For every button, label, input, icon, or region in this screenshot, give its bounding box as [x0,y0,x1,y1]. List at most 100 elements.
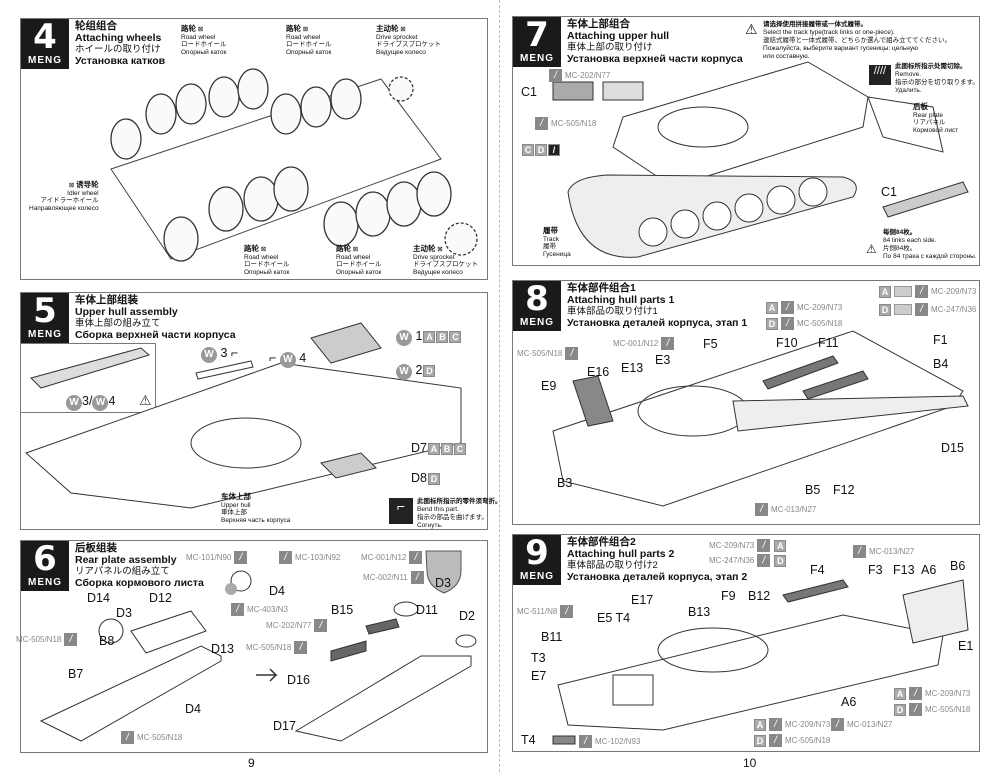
paint-code: /MC-013/N27 [755,503,816,516]
title-ja: リアパネルの組み立て [75,566,170,577]
title-en: Attaching hull parts 2 [567,547,675,560]
title-ja: 車体部品の取り付け2 [567,560,658,571]
note-zh: 此图标所指示处需切除。 [895,63,967,70]
paint-code: MC-247/N36/D [709,554,787,567]
callout-ru: Опорный каток [181,48,227,56]
note-en: Select the track type(track links or one… [763,29,895,36]
paint-code-text: MC-505/N18 [16,635,62,644]
photo-etch-w-icon: W [201,347,217,363]
paint-brush-icon: / [915,285,928,298]
paint-brush-icon: / [757,539,771,552]
part-id: D8 [411,471,427,485]
paint-brush-icon: / [294,641,308,654]
paint-brush-icon: / [755,503,768,516]
callout-ru: Опорный каток [244,268,290,276]
paint-code-text: MC-209/N73 [797,303,843,312]
warning-icon: ⚠ [745,21,758,37]
part-label: D14 [87,591,110,605]
title-en: Rear plate assembly [75,553,177,566]
part-label: D13 [211,642,234,656]
paint-brush-icon: / [279,551,292,564]
w4-bend-label: ⌐ W 4 [269,351,306,368]
part-label: B13 [688,605,711,619]
paint-code-text: MC-403/N3 [247,605,288,614]
part-label: E9 [541,379,557,393]
paint-brush-icon: / [909,687,922,700]
part-label: C1 [881,185,897,199]
part-label: D16 [287,673,310,687]
wheels-diagram [110,68,478,262]
paint-code-text: MC-013/N27 [847,720,893,729]
callout-ja: ロードホイール [244,261,290,268]
paint-code-text: MC-101/N90 [186,553,232,562]
color-swatch [894,304,912,315]
part-label: B7 [68,667,84,681]
paint-code: /MC-505/N18 [535,117,596,130]
part-label: B11 [541,630,563,644]
color-swatch [894,286,912,297]
paint-code: MC-001/N12/ [613,337,675,350]
paint-brush-icon: / [234,551,248,564]
step-number: 9 [525,533,549,573]
paint-brush-icon: / [853,545,866,558]
part-label: F3 [868,563,883,577]
upper-hull-track-diagram [552,61,969,258]
title-en: Upper hull assembly [75,305,178,318]
version-a: A [427,443,440,455]
version-d: D [766,317,778,330]
paint-code-text: MC-202/N77 [266,621,312,630]
callout-ja: 履帯 [543,243,556,250]
step-number: 6 [33,539,57,579]
version-d: D [774,554,787,567]
note-ja: 片側84枚。 [883,245,917,252]
note-ru: Удалить. [895,87,922,94]
part-label: D3 [116,606,132,620]
title-zh: 车体上部组合 [567,18,630,30]
part-label: D3 [435,576,451,590]
part-label: B3 [557,476,573,490]
callout-en: Road wheel [286,33,321,41]
part-label: F12 [833,483,855,497]
callout-en: Road wheel [336,253,371,261]
paint-code: MC-209/N73/A [709,539,787,552]
detail-inset [21,343,156,413]
note-ja: 指示の部品を曲げます。 [417,514,488,521]
paint-brush-icon: / [579,735,592,748]
paint-code-text: MC-505/N18 [137,733,183,742]
paint-brush-icon: / [121,731,134,744]
callout-zh: 路轮 [181,24,196,33]
version-d: D [423,365,436,377]
paint-brush-icon: / [831,718,844,731]
paint-code: A/MC-209/N73 [753,718,830,731]
fret-number: 4 [299,351,307,365]
part-label: D4 [185,702,201,716]
part-label: T3 [531,651,546,665]
hull-parts-1-diagram [552,330,969,507]
callout-ru: Опорный каток [336,268,382,276]
callout-en: Track [543,235,560,243]
paint-code: /MC-202/N77 [549,69,610,82]
paint-brush-icon: / [549,69,562,82]
paint-code: D/MC-505/N18 [765,317,842,330]
callout-ja: 車体上部 [221,509,247,516]
paint-brush-icon: / [909,703,922,716]
paint-code: MC-511/N8/ [517,605,574,618]
paint-brush-icon: / [915,303,928,316]
paint-code: MC-002/N11/ [363,571,424,584]
step-number: 7 [525,15,549,55]
part-label: E7 [531,669,547,683]
part-label: E1 [958,639,974,653]
